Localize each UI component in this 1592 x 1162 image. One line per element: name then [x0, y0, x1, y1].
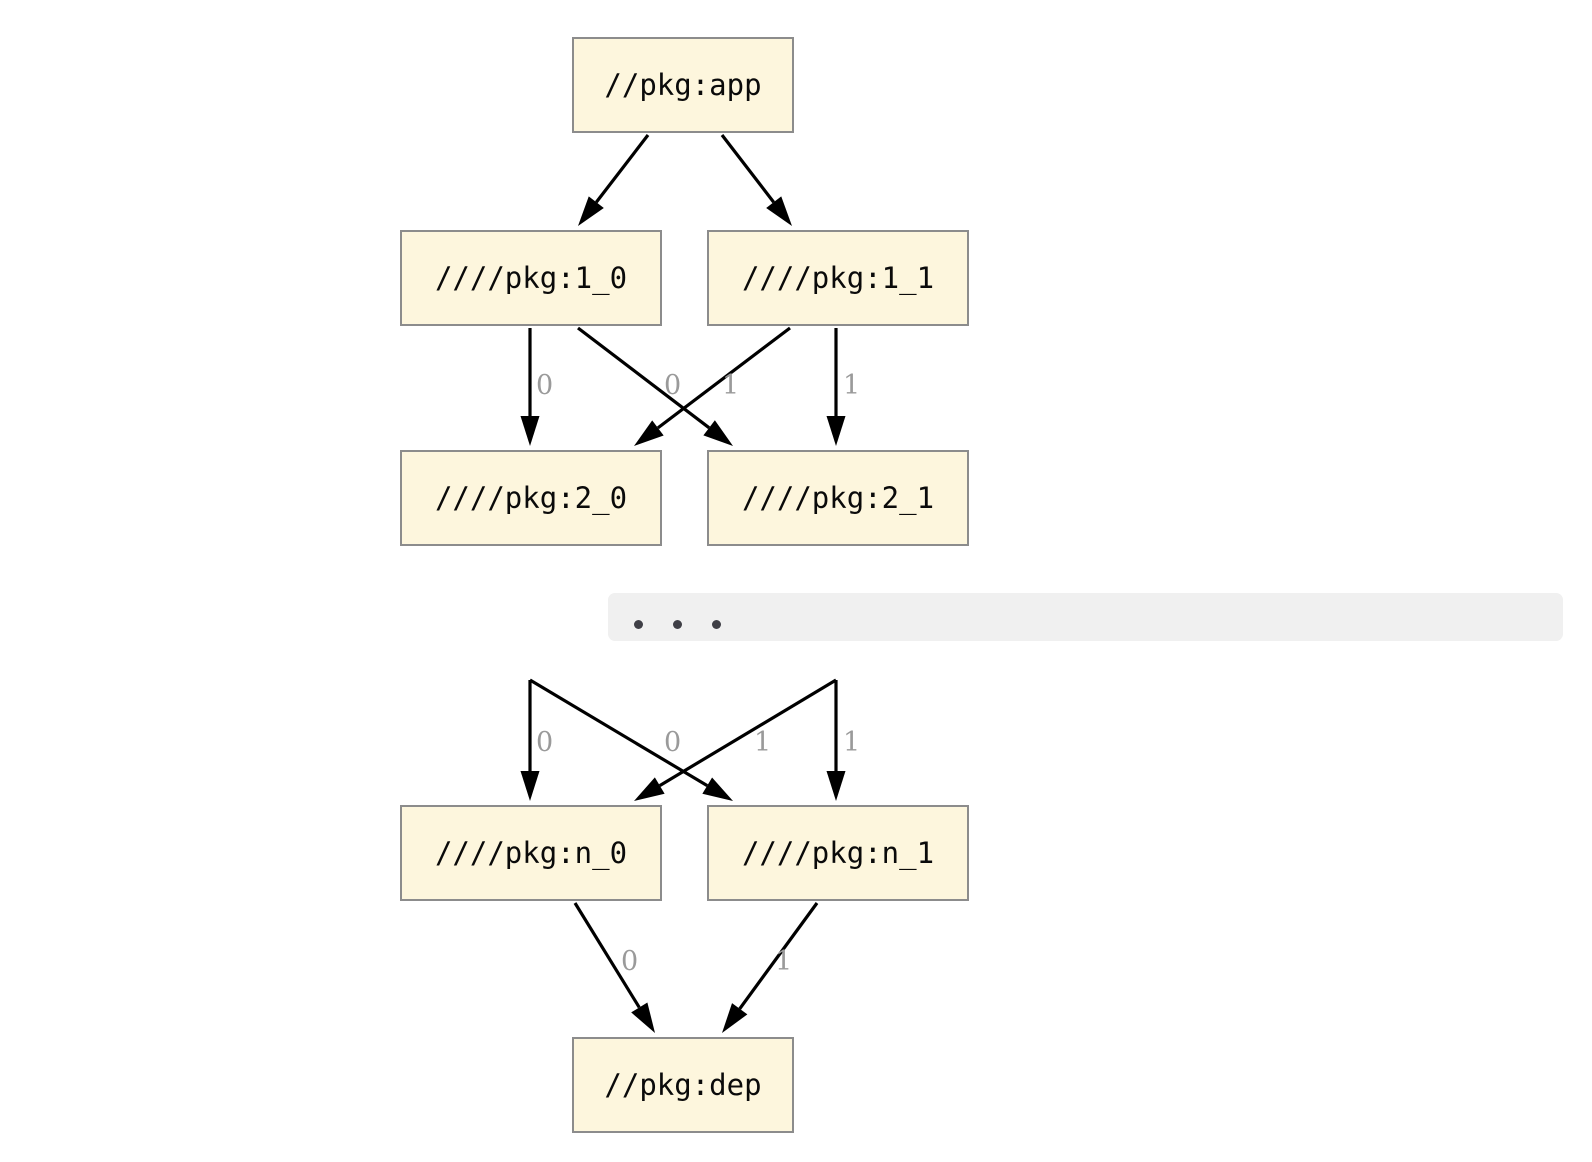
graph-edge-arrowhead [826, 416, 846, 446]
graph-node-label: ////pkg:2_0 [434, 480, 628, 515]
graph-edge-arrowhead [520, 771, 540, 801]
graph-edge-label: 1 [754, 727, 772, 758]
graph-edge-arrowhead [826, 771, 846, 801]
graph-edge-label: 1 [843, 727, 861, 758]
graph-node-label: ////pkg:1_1 [741, 260, 935, 295]
ellipsis-dot [634, 619, 643, 629]
graph-edge-arrowhead [634, 777, 665, 801]
graph-edge-label: 1 [722, 370, 740, 401]
ellipsis-band [608, 593, 1563, 641]
graph-edge-label: 1 [843, 370, 861, 401]
ellipsis-dot [712, 619, 721, 629]
graph-edge [577, 326, 711, 430]
graph-node-label: ////pkg:n_1 [741, 835, 935, 870]
graph-node-label: ////pkg:1_0 [434, 260, 628, 295]
graph-node-nn_0[interactable]: ////pkg:n_0 [400, 805, 662, 901]
graph-node-label: ////pkg:n_0 [434, 835, 628, 870]
graph-node-n2_0[interactable]: ////pkg:2_0 [400, 450, 662, 546]
graph-node-n2_1[interactable]: ////pkg:2_1 [707, 450, 969, 546]
graph-edge-label: 0 [536, 727, 554, 758]
graph-edge-label: 0 [664, 727, 682, 758]
graph-node-app[interactable]: //pkg:app [572, 37, 794, 133]
graph-edge-label: 0 [664, 370, 682, 401]
graph-edge-label: 0 [536, 370, 554, 401]
graph-edge [595, 134, 650, 204]
graph-edge-arrowhead [722, 1003, 748, 1033]
graph-edge-arrowhead [578, 196, 604, 226]
graph-node-label: ////pkg:2_1 [741, 480, 935, 515]
graph-node-nn_1[interactable]: ////pkg:n_1 [707, 805, 969, 901]
graph-node-label: //pkg:app [604, 67, 762, 102]
graph-edge-arrowhead [766, 196, 792, 226]
graph-node-dep[interactable]: //pkg:dep [572, 1037, 794, 1133]
graph-edge [720, 134, 775, 204]
graph-edge [658, 678, 837, 787]
ellipsis-dots [634, 619, 721, 629]
graph-edge-arrowhead [631, 1002, 655, 1033]
graph-edge-arrowhead [520, 416, 540, 446]
graph-node-n1_0[interactable]: ////pkg:1_0 [400, 230, 662, 326]
graph-edge-arrowhead [702, 777, 733, 801]
graph-edge-label: 1 [775, 946, 793, 977]
graph-edge-label: 0 [621, 946, 639, 977]
graph-node-n1_1[interactable]: ////pkg:1_1 [707, 230, 969, 326]
graph-node-label: //pkg:dep [604, 1067, 762, 1102]
graph-edge-arrowhead [703, 420, 733, 446]
ellipsis-dot [673, 619, 682, 629]
graph-edge-arrowhead [634, 420, 664, 446]
